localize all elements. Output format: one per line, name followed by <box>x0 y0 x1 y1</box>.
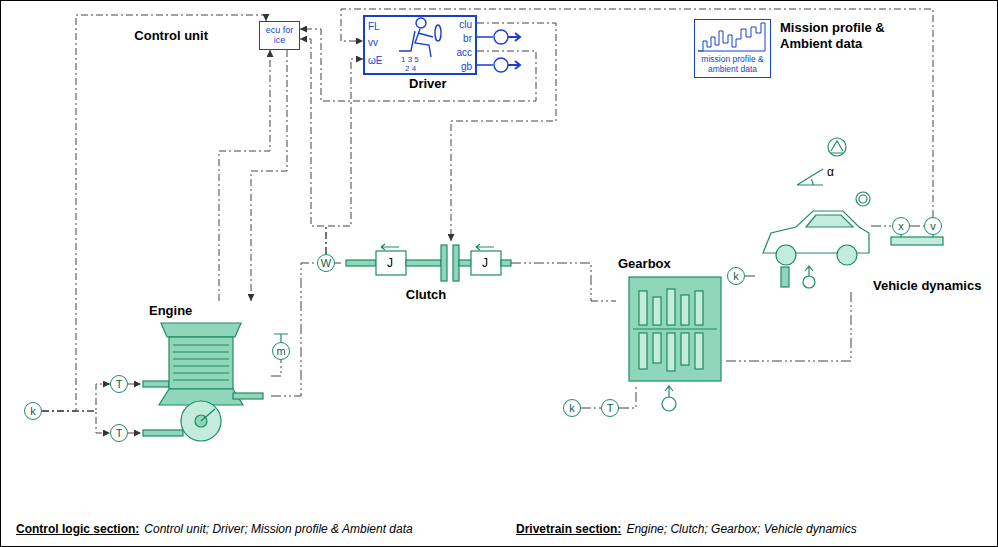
port-label: gb <box>461 61 472 73</box>
sensor-letter: v <box>930 220 936 232</box>
temperature-source: T <box>601 399 619 417</box>
component-label: Control unit <box>134 28 208 44</box>
vehicle: Vehicle dynamics <box>756 176 871 291</box>
engine-illustration <box>143 323 288 441</box>
sensor-letter: T <box>116 427 123 439</box>
driver-figure <box>399 18 520 72</box>
legend-row: Drivetrain section: Engine; Clutch; Gearb… <box>516 522 857 537</box>
displacement-sensor: x <box>892 217 910 235</box>
mechanical-link <box>910 226 924 227</box>
vehicle-illustration <box>763 138 943 288</box>
section-members: Engine; Clutch; Gearbox; Vehicle dynamic… <box>626 522 856 536</box>
component-label: Vehicle dynamics <box>873 278 981 294</box>
signal-line <box>42 384 110 411</box>
mechanical-link <box>619 386 636 408</box>
sensor-letter: k <box>30 405 36 417</box>
signal-line <box>42 15 266 411</box>
signal-line <box>300 29 536 101</box>
sensor-letter: k <box>733 270 739 282</box>
port-label: 2 4 <box>405 64 416 73</box>
port-label: clu <box>459 19 472 31</box>
component-label: Gearbox <box>618 256 671 272</box>
mechanical-link <box>335 263 341 264</box>
sensor-letter: W <box>321 257 331 269</box>
engine: Engine <box>141 301 271 446</box>
component-label: Engine <box>149 303 192 319</box>
signal-line <box>326 59 363 254</box>
mechanical-link <box>581 408 601 409</box>
sensor-letter: k <box>569 402 575 414</box>
constant-source: k <box>563 399 581 417</box>
driver-block: FLvvωEclubraccgb1 3 52 4Driver <box>363 15 477 75</box>
port-label: 1 3 5 <box>401 55 419 64</box>
section-title: Control logic section: <box>16 522 139 536</box>
speed-sensor: W <box>317 254 335 272</box>
mechanical-link <box>271 263 317 396</box>
port-label: ecu for ice <box>260 22 299 48</box>
component-label: Mission profile & Ambient data <box>780 20 892 52</box>
constant-source: k <box>24 402 42 420</box>
port-label: acc <box>456 47 472 59</box>
mission-profile-block: Mission profile & Ambient datamission pr… <box>694 19 771 78</box>
sensor-letter: T <box>116 378 123 390</box>
velocity-sensor: v <box>924 217 942 235</box>
section-members: Control unit; Driver; Mission profile & … <box>144 522 412 536</box>
inertia-label: J <box>387 256 393 270</box>
mechanical-link <box>511 263 616 301</box>
port-label: ωE <box>368 55 382 67</box>
sensor-letter: m <box>276 345 285 357</box>
port-label: vv <box>368 37 378 49</box>
component-label: Clutch <box>341 287 511 303</box>
mechanical-link <box>745 276 756 277</box>
legend-row: Control logic section: Control unit; Driv… <box>16 522 413 537</box>
gearbox-illustration <box>629 277 721 411</box>
component-label: Driver <box>409 76 447 92</box>
signal-line <box>128 384 141 385</box>
signal-line <box>128 433 141 434</box>
sensor-letter: T <box>607 402 614 414</box>
signal-line <box>300 39 326 254</box>
signal-line <box>219 50 270 301</box>
port-label: FL <box>368 21 380 33</box>
mechanical-link <box>871 226 892 227</box>
section-title: Drivetrain section: <box>516 522 621 536</box>
signal-line <box>451 23 556 241</box>
clutch-illustration <box>346 244 511 281</box>
temperature-source: T <box>110 375 128 393</box>
signal-line <box>341 9 933 217</box>
mechanical-link <box>271 360 281 376</box>
ecu-block: Control unitecu for ice <box>259 21 300 50</box>
constant-source: k <box>727 267 745 285</box>
signal-line <box>42 411 110 433</box>
port-label: br <box>463 33 472 45</box>
slope-angle: α <box>827 165 834 179</box>
sensor-letter: x <box>898 220 904 232</box>
port-label: mission profile & ambient data <box>695 54 770 76</box>
profile-chart <box>698 23 765 51</box>
mechanical-link <box>726 291 851 361</box>
temperature-source: T <box>110 424 128 442</box>
mass-flow-sensor: m <box>272 342 290 360</box>
signal-line <box>251 50 287 301</box>
clutch: Clutch <box>341 241 511 303</box>
inertia-label: J <box>482 256 488 270</box>
gearbox: Gearbox <box>616 256 726 386</box>
